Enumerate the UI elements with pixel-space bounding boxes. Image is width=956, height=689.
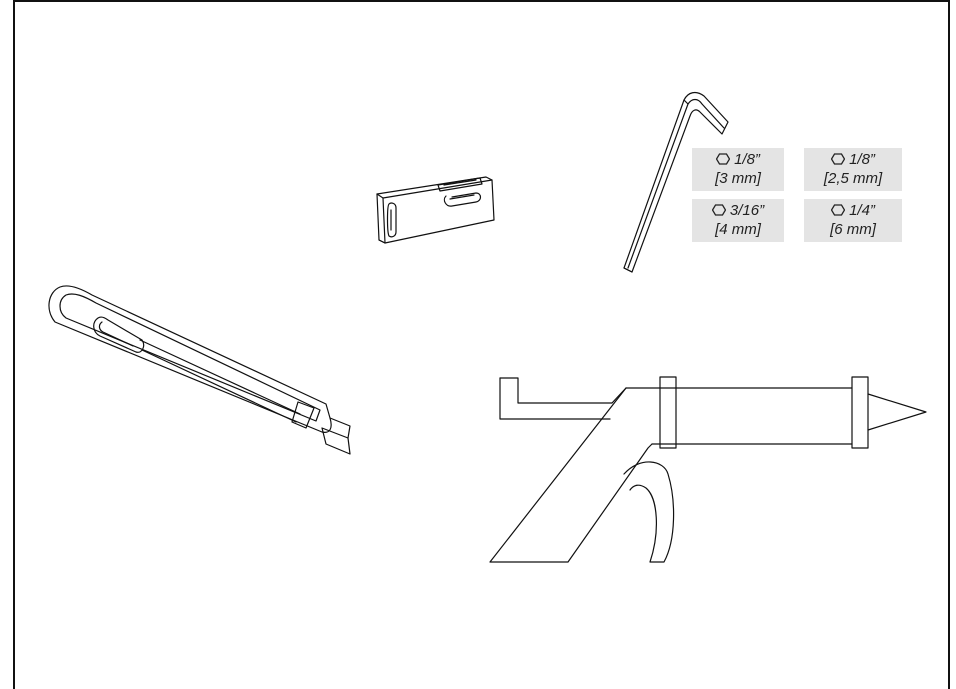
hex-size-label: 1/8” [3 mm] (692, 148, 784, 191)
size-metric: [3 mm] (715, 170, 761, 187)
size-metric: [4 mm] (715, 221, 761, 238)
hexagon-icon (716, 153, 731, 165)
size-imperial: 1/4” (849, 202, 875, 219)
hex-size-label: 3/16” [4 mm] (692, 199, 784, 242)
utility-knife-icon (48, 285, 351, 455)
hex-size-label: 1/8” [2,5 mm] (804, 148, 902, 191)
caulking-gun-icon (489, 376, 927, 563)
size-metric: [6 mm] (830, 221, 876, 238)
hex-key-icon (623, 91, 729, 273)
size-imperial: 1/8” (849, 151, 875, 168)
hex-size-label: 1/4” [6 mm] (804, 199, 902, 242)
size-imperial: 3/16” (729, 202, 765, 219)
spirit-level-icon (376, 176, 495, 244)
hexagon-icon (831, 204, 846, 216)
hexagon-icon (711, 204, 726, 216)
size-imperial: 1/8” (734, 151, 760, 168)
size-metric: [2,5 mm] (823, 170, 883, 187)
diagram-frame (13, 0, 950, 689)
hexagon-icon (831, 153, 846, 165)
